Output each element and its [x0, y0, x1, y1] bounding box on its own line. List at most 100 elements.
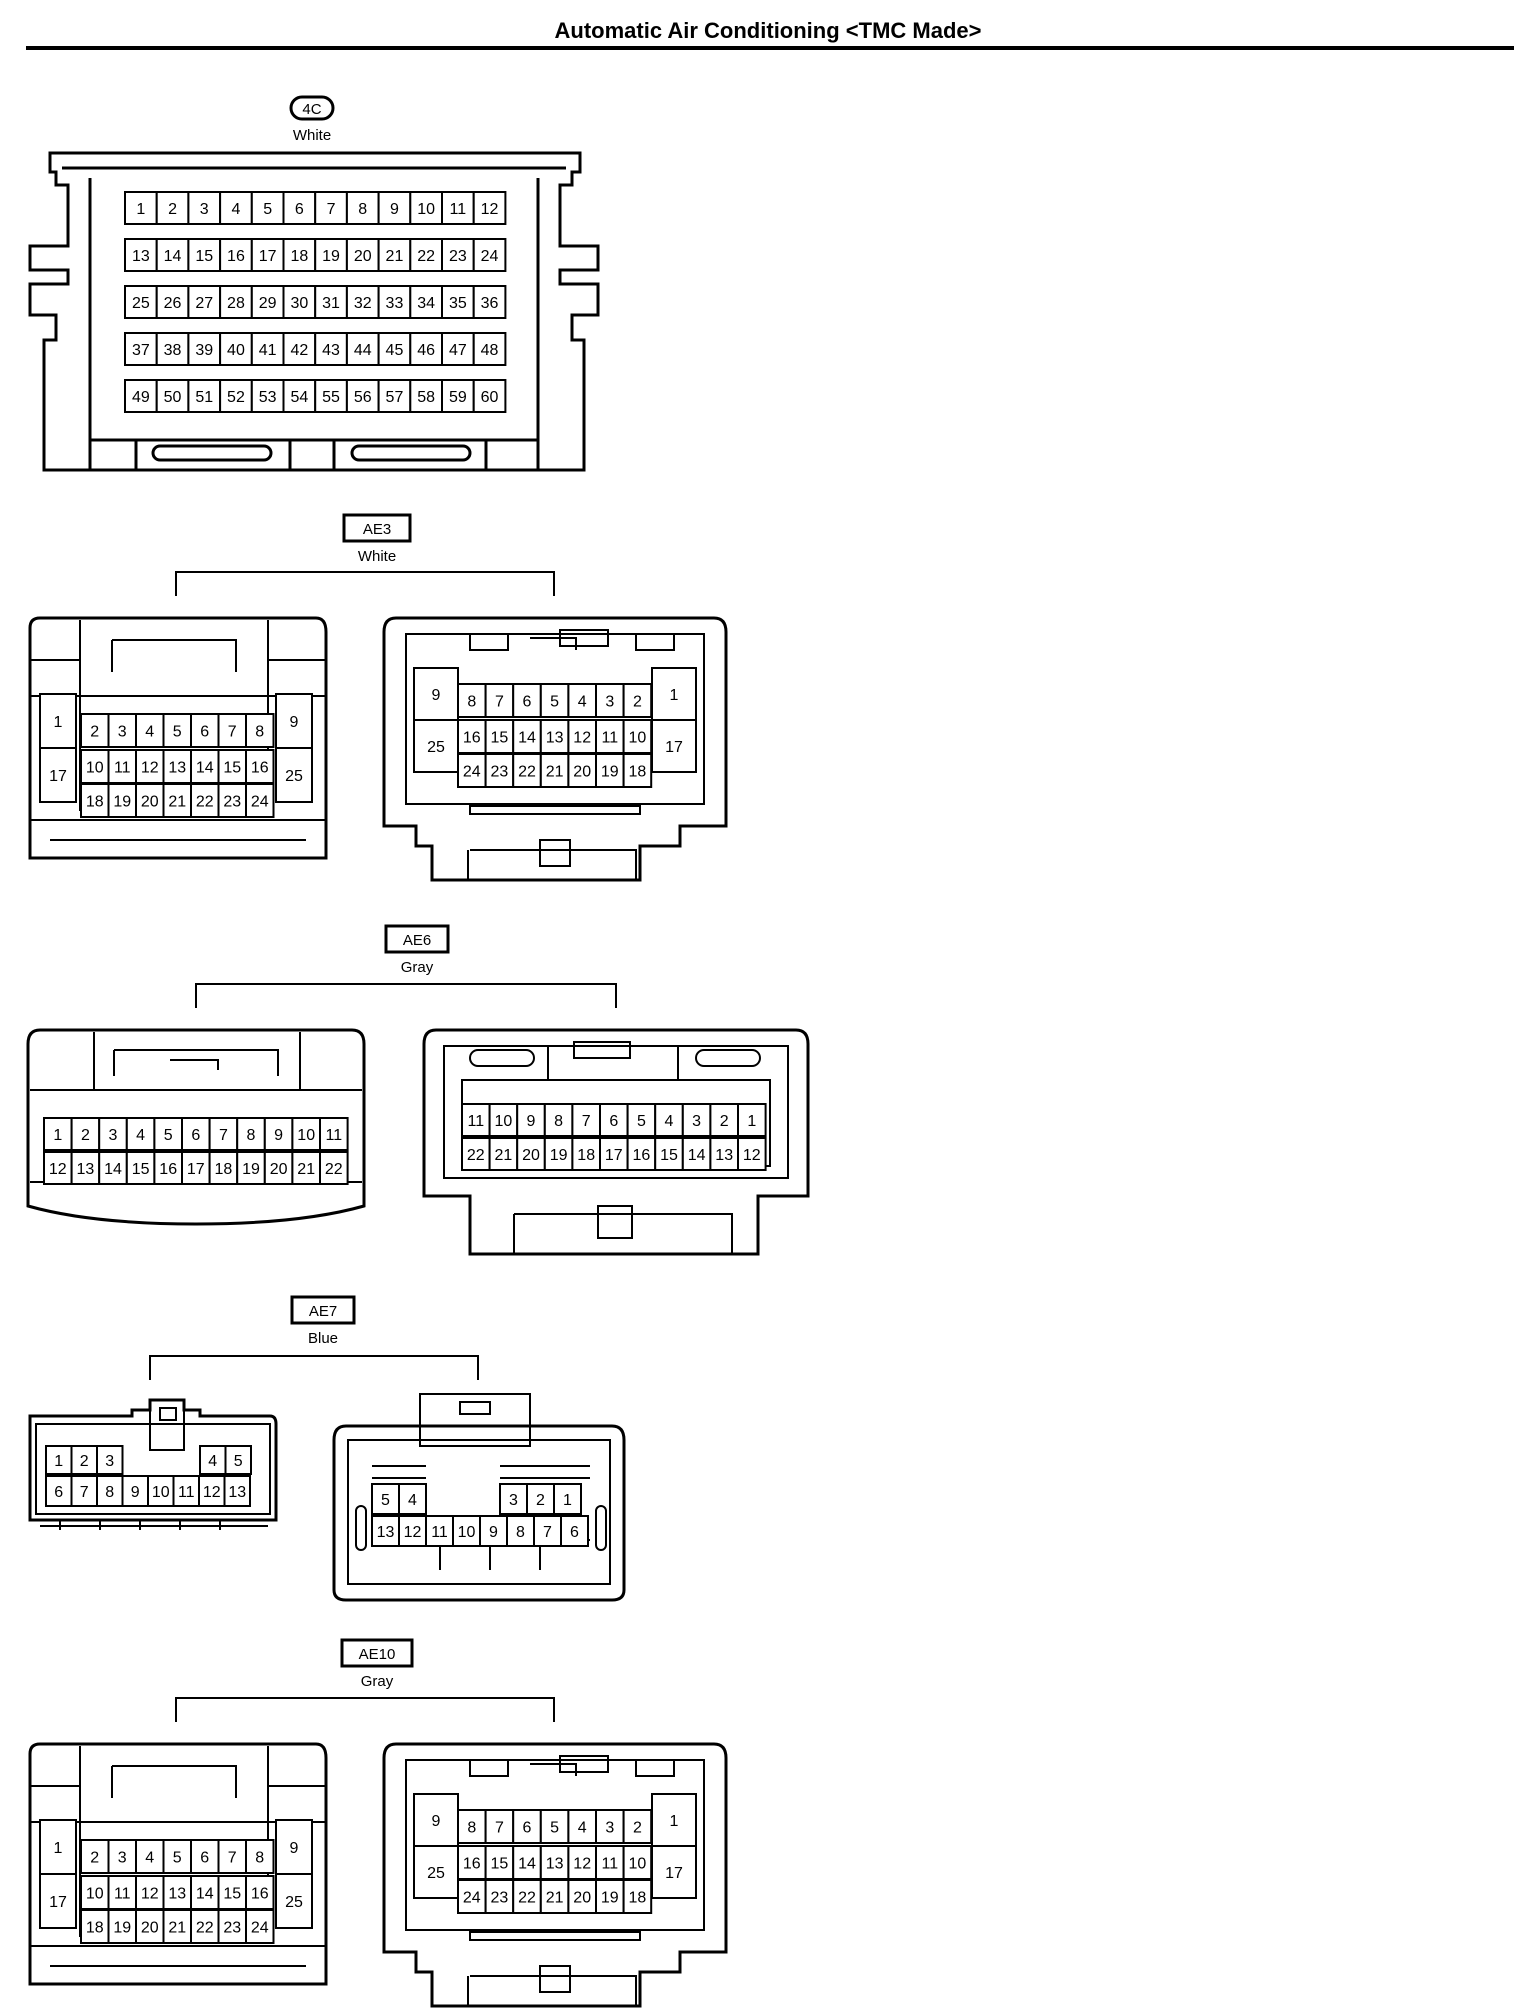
connector-ae3-male-pin-8-label: 8: [255, 724, 264, 741]
connector-4c-pin-58-label: 58: [417, 389, 435, 406]
connector-ae7-male-pin-6-label: 6: [54, 1484, 63, 1501]
connector-4c-pin-54-label: 54: [290, 389, 308, 406]
connector-ae6-male-housing: [26, 1028, 366, 1226]
connector-4c-pin-5-label: 5: [263, 201, 272, 218]
connector-ae6-female-housing: [422, 1028, 810, 1256]
connector-ae3-female-pin-9: 9: [413, 667, 459, 721]
connector-ae10-male-pin-1: 1: [39, 1819, 77, 1875]
connector-4c-pin-56-label: 56: [354, 389, 372, 406]
connector-ae6-female-pin-13-label: 13: [715, 1147, 733, 1164]
connector-ae6-female-pin-10-label: 10: [495, 1113, 513, 1130]
connector-ae10-male-pin-14-label: 14: [196, 1886, 214, 1903]
connector-4c-pin-56: 56: [345, 379, 380, 413]
connector-ae6-latch-left: [469, 1049, 535, 1067]
connector-ae6-male-pin-16: 16: [153, 1151, 183, 1185]
connector-ae6-male-pin-17-label: 17: [187, 1161, 205, 1178]
connector-4c-color: White: [293, 127, 331, 144]
connector-4c-pin-4: 4: [219, 191, 253, 225]
connector-ae7-female-pin-2-label: 2: [536, 1492, 545, 1509]
connector-ae7: AE7 Blue: [28, 1295, 626, 1602]
connector-ae7-female-housing: [332, 1424, 626, 1602]
connector-4c-id-badge: [289, 95, 335, 121]
connector-4c-pin-29: 29: [250, 285, 285, 319]
connector-4c-pin-26-label: 26: [164, 295, 182, 312]
connector-4c-pin-12: 12: [472, 191, 507, 225]
connector-ae6-male-pin-8-label: 8: [247, 1127, 256, 1144]
connector-ae6-female-pin-21: 21: [488, 1137, 519, 1171]
connector-ae3-female-pin-22: 22: [512, 753, 542, 788]
connector-ae10-female-pin-12-label: 12: [573, 1856, 591, 1873]
connector-ae6-male-pin-8: 8: [236, 1117, 266, 1151]
connector-ae3-color: White: [358, 548, 396, 565]
connector-4c-pin-53: 53: [250, 379, 285, 413]
connector-ae7-male-pin-2: 2: [70, 1445, 98, 1475]
connector-ae10-female-housing: [382, 1742, 728, 2008]
connector-ae10-male-pin-19-label: 19: [113, 1920, 131, 1937]
connector-4c-pin-36-label: 36: [481, 295, 499, 312]
connector-4c-pin-51-label: 51: [195, 389, 213, 406]
connector-ae10-female-pin-9: 9: [413, 1793, 459, 1847]
connector-ae3-male-pin-25-label: 25: [285, 768, 303, 785]
connector-ae3-female-pin-1: 1: [651, 667, 697, 721]
connector-ae3-female-pin-10: 10: [622, 719, 653, 754]
connector-ae10-female-pin-18-label: 18: [629, 1890, 647, 1907]
connector-ae6-female-pin-8: 8: [543, 1103, 574, 1137]
connector-4c-pin-39-label: 39: [195, 342, 213, 359]
connector-ae3-female-pin-3-label: 3: [605, 694, 614, 711]
connector-ae7-female-pin-6-label: 6: [570, 1524, 579, 1541]
connector-ae10-female-pin-11-label: 11: [601, 1856, 618, 1873]
connector-ae10-male-pin-17-label: 17: [49, 1894, 67, 1911]
connector-4c-pin-37: 37: [124, 332, 158, 366]
connector-ae3-male-pin-1-label: 1: [54, 714, 63, 731]
connector-4c-pin-40-label: 40: [227, 342, 245, 359]
connector-ae10-male-pin-11-label: 11: [114, 1886, 131, 1903]
connector-4c-pin-49-label: 49: [132, 389, 150, 406]
connector-4c-pin-2: 2: [155, 191, 190, 225]
connector-ae3-male-pin-6-label: 6: [200, 724, 209, 741]
connector-ae10: AE10 Gray: [28, 1638, 728, 2008]
connector-ae7-female-details: [347, 1393, 611, 1585]
connector-ae6-male-pin-17: 17: [181, 1151, 211, 1185]
connector-ae6-male-pin-1: 1: [43, 1117, 73, 1151]
connector-ae3-female-pin-15-label: 15: [491, 730, 509, 747]
connector-ae3-male-pin-20-label: 20: [141, 794, 159, 811]
connector-ae10-male-pin-18-label: 18: [86, 1920, 104, 1937]
connector-ae7-male-pin-3: 3: [96, 1445, 124, 1475]
connector-ae3-male-pin-11-label: 11: [114, 760, 131, 777]
connector-ae6-female-pin-19-label: 19: [550, 1147, 568, 1164]
connector-ae6-female-pin-11-label: 11: [467, 1113, 484, 1130]
connector-4c-pin-48: 48: [472, 332, 507, 366]
connector-ae6-male-pin-5: 5: [153, 1117, 183, 1151]
connector-ae3-female-pin-6-label: 6: [523, 694, 532, 711]
connector-4c-pin-21-label: 21: [386, 248, 404, 265]
connector-4c-pin-21: 21: [377, 238, 412, 272]
connector-4c-pin-27: 27: [187, 285, 222, 319]
connector-ae3-female-pin-24: 24: [457, 753, 487, 788]
connector-ae7-female-pin-8-label: 8: [516, 1524, 525, 1541]
connector-ae3-female-pin-23-label: 23: [491, 764, 509, 781]
connector-ae6-female-pin-6-label: 6: [609, 1113, 618, 1130]
connector-ae7-male-pin-8: 8: [96, 1475, 124, 1507]
connector-ae3-female-pin-18: 18: [622, 753, 653, 788]
connector-ae10-male-details: [30, 1746, 326, 1967]
connector-4c-pin-35: 35: [441, 285, 475, 319]
connector-ae6-female-pin-7: 7: [571, 1103, 602, 1137]
page-title: Automatic Air Conditioning <TMC Made>: [554, 18, 982, 43]
connector-ae7-female-pin-13-label: 13: [377, 1524, 395, 1541]
connector-4c-pin-18-label: 18: [290, 248, 308, 265]
connector-4c-pin-17: 17: [250, 238, 285, 272]
connector-ae3-male-pin-11: 11: [107, 749, 137, 784]
connector-ae6-latch-right: [695, 1049, 761, 1067]
connector-ae3-female-pin-6: 6: [512, 683, 542, 718]
connector-ae10-male-pin-13: 13: [162, 1875, 192, 1910]
connector-ae6-bracket: [195, 983, 617, 1008]
connector-ae10-male-pin-15: 15: [217, 1875, 247, 1910]
connector-ae3-male-pin-8: 8: [245, 713, 275, 748]
connector-4c-pin-7: 7: [314, 191, 348, 225]
connector-ae10-female-pin-10-label: 10: [629, 1856, 647, 1873]
connector-ae10-female-pin-20: 20: [567, 1879, 598, 1914]
connector-4c-pin-15-label: 15: [195, 248, 213, 265]
connector-ae10-male-pin-23: 23: [217, 1909, 247, 1944]
connector-ae7-male-pin-5: 5: [224, 1445, 252, 1475]
